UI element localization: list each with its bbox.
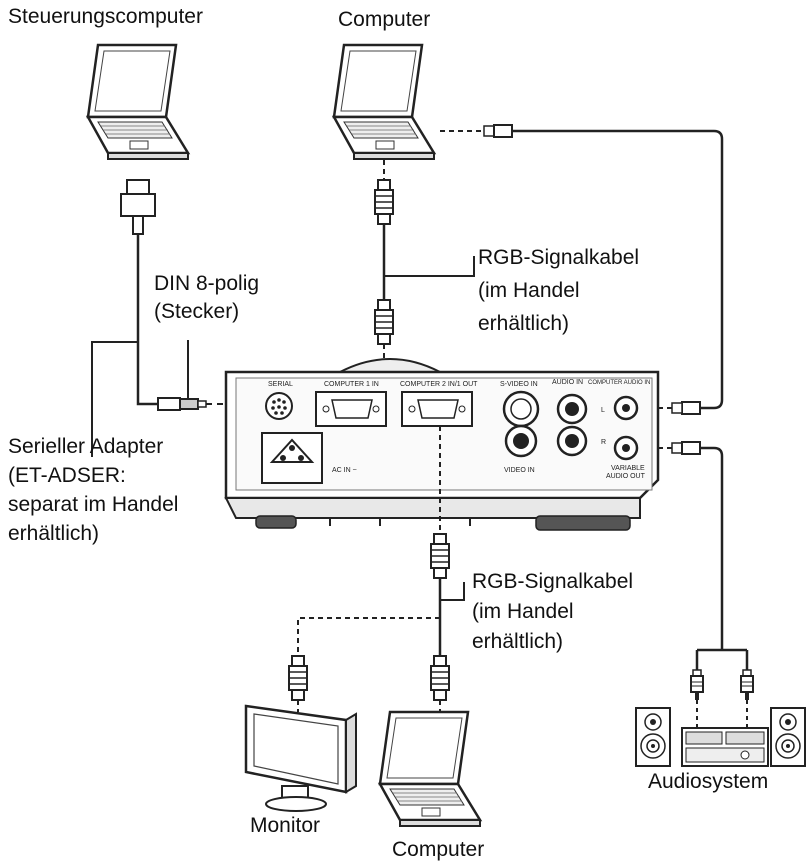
audio-system-icon <box>635 707 806 767</box>
projector-icon <box>224 358 660 531</box>
din-label-line1: DIN 8-polig <box>154 272 260 295</box>
audio-cable-top <box>440 124 724 415</box>
serial-adapter-label-line2: (ET-ADSER: <box>8 464 126 487</box>
panel-computer1-label: COMPUTER 1 IN <box>324 381 379 388</box>
panel-audio-in-label: AUDIO IN <box>552 379 583 386</box>
rgb-cable-bottom-label-line2: (im Handel <box>472 600 574 623</box>
din-label-line2: (Stecker) <box>154 300 240 323</box>
audio-cable-out <box>640 441 754 728</box>
panel-serial-label: SERIAL <box>268 381 293 388</box>
rgb-cable-bottom-label-line3: erhältlich) <box>472 630 564 653</box>
panel-l-label: L <box>601 407 605 414</box>
monitor-icon <box>244 704 357 812</box>
bottom-computer-label: Computer <box>392 838 485 861</box>
top-computer-laptop-icon <box>332 43 436 161</box>
serial-adapter-label-line1: Serieller Adapter <box>8 435 164 458</box>
rgb-cable-top-label-line3: erhältlich) <box>478 312 570 335</box>
panel-variable-label: VARIABLE <box>611 465 645 472</box>
panel-r-label: R <box>601 439 606 446</box>
control-computer-label: Steuerungscomputer <box>8 5 203 28</box>
audio-system-label: Audiosystem <box>648 770 769 793</box>
panel-audio-out-label: AUDIO OUT <box>606 473 646 480</box>
rgb-cable-top-label-line1: RGB-Signalkabel <box>478 246 640 269</box>
panel-video-in-label: VIDEO IN <box>504 467 535 474</box>
panel-svideo-label: S-VIDEO IN <box>500 381 538 388</box>
rgb-cable-bottom <box>288 426 450 712</box>
panel-computer2-label: COMPUTER 2 IN/1 OUT <box>400 381 478 388</box>
monitor-label: Monitor <box>250 814 321 837</box>
panel-computer-audio-label: COMPUTER AUDIO IN <box>588 380 650 386</box>
rgb-cable-top-label-line2: (im Handel <box>478 279 580 302</box>
bottom-computer-laptop-icon <box>378 710 482 828</box>
serial-adapter-label-line3: separat im Handel <box>8 493 179 516</box>
serial-adapter-label-line4: erhältlich) <box>8 522 100 545</box>
panel-ac-in-label: AC IN ~ <box>332 467 357 474</box>
control-computer-laptop-icon <box>86 43 190 161</box>
top-computer-label: Computer <box>338 8 431 31</box>
rgb-cable-bottom-label-line1: RGB-Signalkabel <box>472 570 634 593</box>
serial-cable <box>120 179 268 411</box>
